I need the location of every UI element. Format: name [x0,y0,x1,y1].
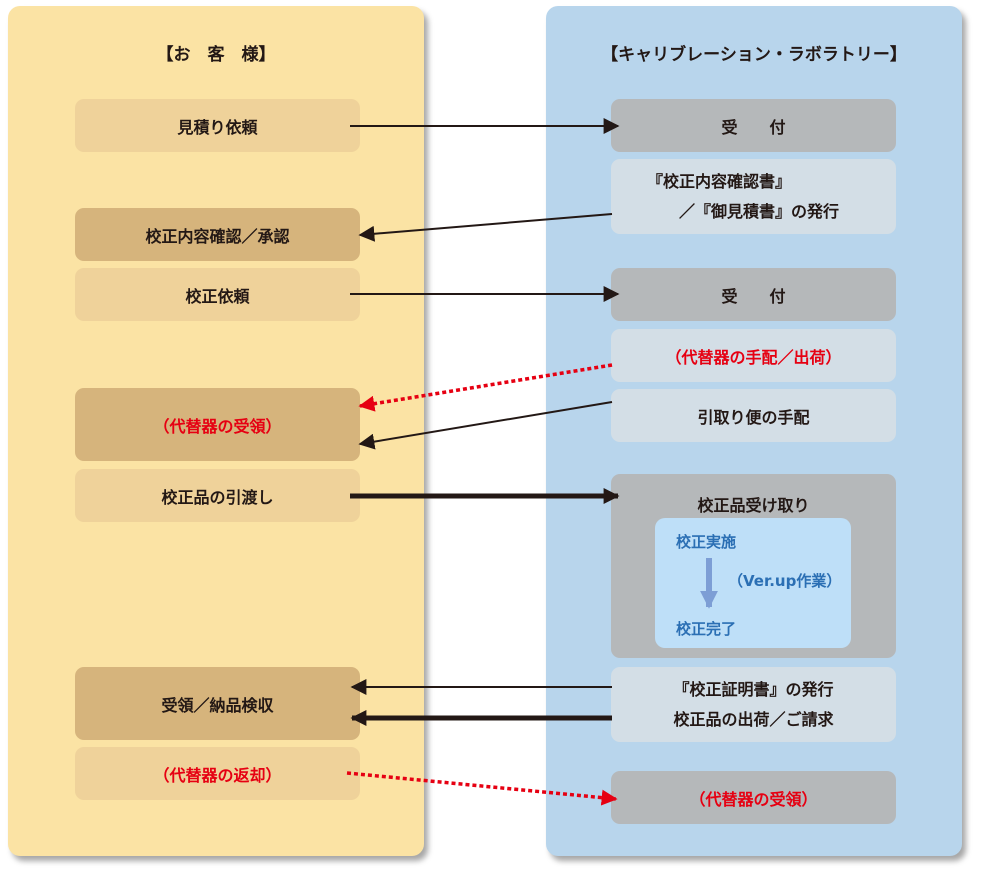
lab-loaner-receipt-box: （代替器の受領） [611,771,896,824]
arrow-doc-to-approve [358,213,613,242]
confirmation-doc-line1: 『校正内容確認書』 [647,171,792,191]
loaner-return-box: （代替器の返却） [75,747,360,800]
reception-box-2: 受 付 [611,268,896,321]
arrow-pickup [358,401,613,450]
confirmation-doc-line2: ／『御見積書』の発行 [647,201,840,221]
loaner-ship-box: （代替器の手配／出荷） [611,329,896,382]
arrow-loaner-ship [358,363,613,412]
reception-box-1: 受 付 [611,99,896,152]
pickup-arrange-box: 引取り便の手配 [611,389,896,442]
receive-inspect-box: 受領／納品検収 [75,667,360,740]
ship-invoice-label: 校正品の出荷／ご請求 [673,709,834,729]
receive-item-label: 校正品受け取り [697,496,810,515]
customer-lane-title: 【お 客 様】 [156,45,276,65]
lab-lane-title: 【キャリブレーション・ラボラトリー】 [601,45,907,65]
work-verup-label: （Ver.up作業） [728,572,842,590]
confirmation-doc-box: 『校正内容確認書』 ／『御見積書』の発行 [611,159,896,234]
calibration-request-box: 校正依頼 [75,268,360,321]
hand-over-box: 校正品の引渡し [75,469,360,522]
confirm-approve-box: 校正内容確認／承認 [75,208,360,261]
calibration-work-box [655,518,851,648]
cert-ship-box: 『校正証明書』の発行 校正品の出荷／ご請求 [611,667,896,742]
arrow-loaner-return [346,771,618,806]
estimate-request-box: 見積り依頼 [75,99,360,152]
loaner-receipt-box: （代替器の受領） [75,388,360,461]
cert-issue-label: 『校正証明書』の発行 [673,679,834,699]
work-done-label: 校正完了 [676,620,737,638]
work-start-label: 校正実施 [676,533,737,551]
